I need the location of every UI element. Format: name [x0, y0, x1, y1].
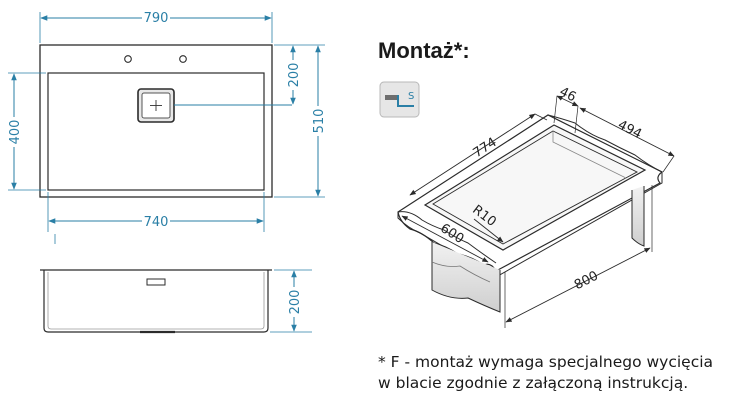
dim-line-countertop-depth	[401, 215, 489, 263]
tap-hole-right	[179, 55, 187, 63]
dim-line-install-length	[409, 113, 536, 196]
dim-bowl-width: 740	[144, 215, 169, 230]
cabinet-right-panel	[631, 186, 645, 247]
dim-line-cut-depth	[579, 107, 675, 157]
dim-bowl-height: 200	[288, 290, 303, 315]
dim-flange: 46	[557, 84, 579, 105]
mounting-type-letter: S	[408, 91, 414, 102]
tap-hole-left	[124, 55, 132, 63]
top-view: 790 740 400 510 200	[6, 9, 327, 244]
dim-rear-deck: 200	[287, 63, 302, 88]
mounting-heading: Montaż*:	[378, 38, 470, 63]
front-view: 200	[40, 269, 312, 334]
drain-icon	[137, 88, 175, 123]
dim-cabinet-width: 800	[572, 269, 601, 294]
dim-line-flange	[556, 95, 579, 107]
dim-line-cabinet-width	[505, 247, 651, 323]
overflow-slot	[146, 278, 166, 286]
dim-overall-depth: 510	[312, 109, 327, 134]
mounting-type-icon: S	[379, 81, 420, 118]
installation-drawing: 774 46 494 R10 600 800	[397, 84, 675, 328]
bowl-outline	[47, 72, 265, 191]
mounting-footnote: * F - montaż wymaga specjalnego wycięcia…	[378, 352, 748, 394]
footnote-line-1: * F - montaż wymaga specjalnego wycięcia	[378, 353, 714, 371]
dim-overall-width: 790	[144, 11, 169, 26]
sink-outline	[39, 44, 273, 198]
dim-bowl-depth: 400	[8, 120, 23, 145]
footnote-line-2: w blacie zgodnie z załączoną instrukcją.	[378, 374, 689, 392]
